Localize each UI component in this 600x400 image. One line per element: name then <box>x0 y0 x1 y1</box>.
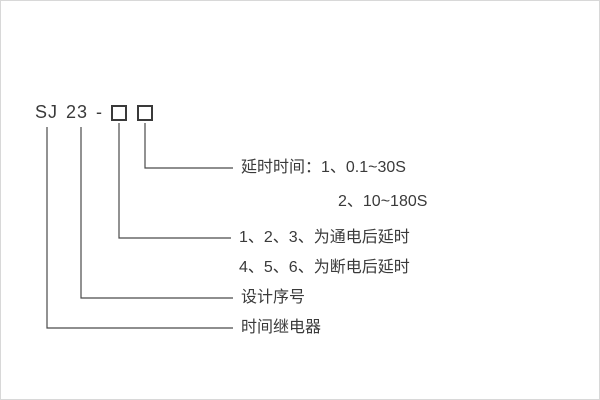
label-time-relay: 时间继电器 <box>241 319 322 336</box>
model-series: 23 <box>66 102 89 122</box>
line-digit-meaning <box>118 123 231 239</box>
line-delay-time <box>144 123 233 169</box>
label-delay-time-option-2: 2、10~180S <box>338 193 428 210</box>
line-design-serial <box>80 127 233 299</box>
label-power-off-delay: 4、5、6、为断电后延时 <box>239 259 410 276</box>
line-time-relay <box>46 127 233 329</box>
option-box-2-icon <box>137 104 154 121</box>
model-dash: - <box>96 102 104 122</box>
label-delay-time-option-1: 延时时间：1、0.1~30S <box>241 159 406 176</box>
model-code: SJ 23 - <box>35 102 163 123</box>
model-prefix: SJ <box>35 102 59 122</box>
option-box-1-icon <box>111 104 128 121</box>
label-power-on-delay: 1、2、3、为通电后延时 <box>239 229 410 246</box>
label-design-serial: 设计序号 <box>241 289 306 306</box>
